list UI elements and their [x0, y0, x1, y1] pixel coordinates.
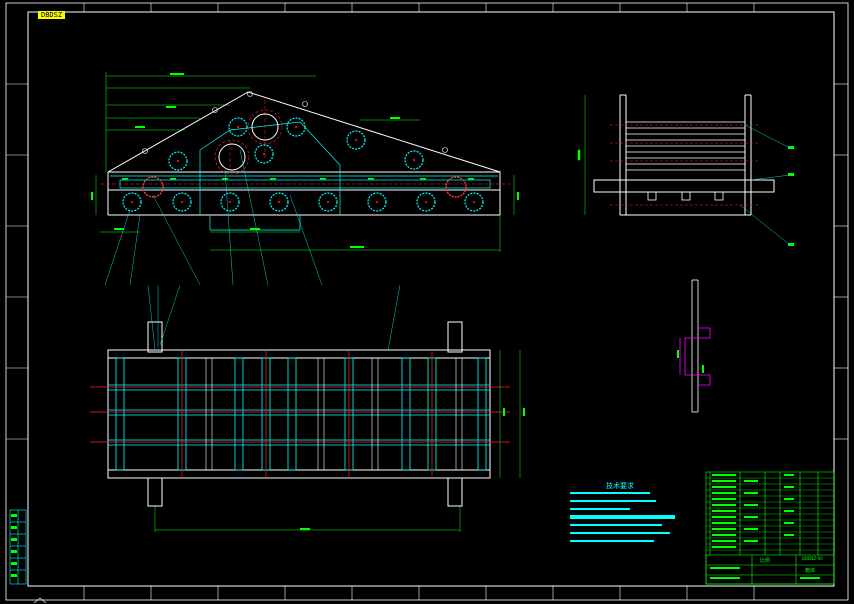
plan-view [90, 284, 525, 532]
title-block-name-label: 箱体 [805, 568, 816, 574]
notes-highlight-bar [570, 515, 675, 519]
notes-text-lines [570, 492, 670, 542]
title-block-scale-label: 比例 [760, 558, 771, 564]
title-block [705, 471, 835, 585]
ucs-arrow-icon [33, 597, 47, 604]
outer-frame [5, 2, 849, 601]
title-block-drawing-no: DBDSZ-00 [802, 556, 823, 561]
revision-table-marks [11, 514, 17, 577]
notes-title: 技术要求 [606, 482, 634, 490]
side-view [577, 94, 794, 246]
section-detail [677, 279, 711, 413]
revision-table [9, 509, 27, 585]
drawing-code-label: DBDSZ [38, 11, 66, 19]
grid-ticks [6, 3, 848, 600]
front-view [91, 72, 519, 286]
inner-frame [27, 11, 835, 587]
part-list-rows [706, 477, 834, 551]
part-list-text [710, 474, 820, 579]
